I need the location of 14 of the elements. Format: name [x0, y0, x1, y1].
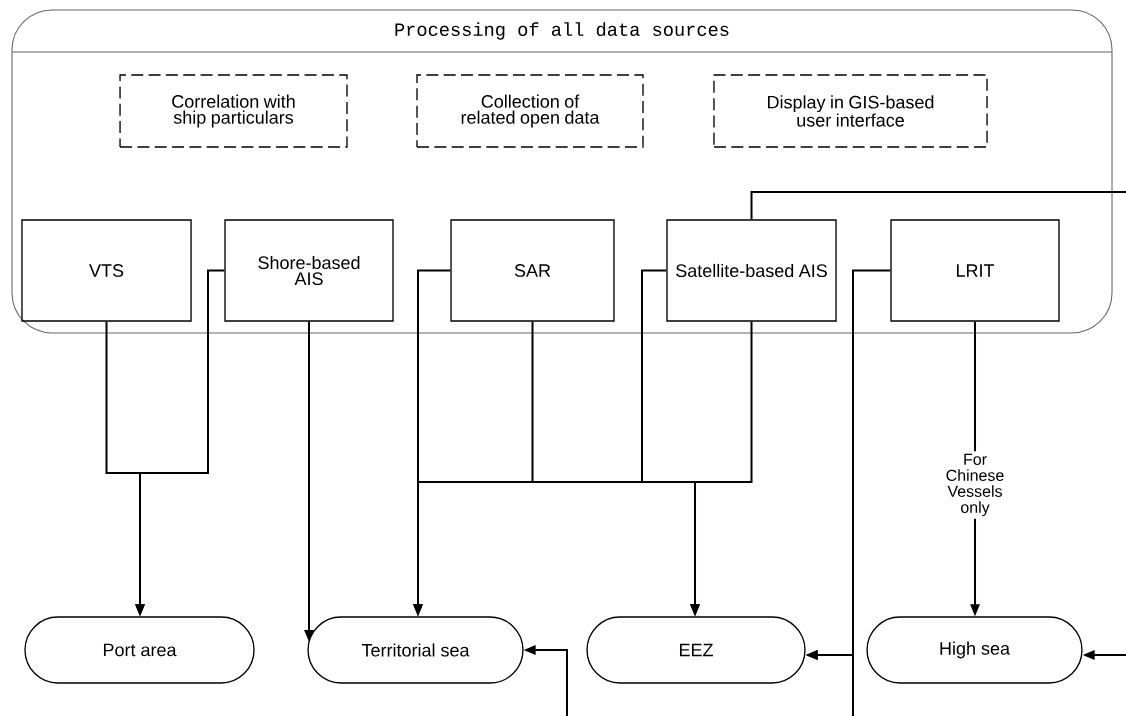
dashed-box: Display in GIS-based user interface: [713, 74, 988, 148]
edge-label: For Chinese Vessels only: [932, 451, 1018, 519]
source-box: VTS: [21, 219, 192, 322]
source-box: Shore-based AIS: [224, 219, 394, 322]
source-box: LRIT: [890, 219, 1060, 322]
area-terminal: High sea: [866, 616, 1083, 684]
area-terminal: Territorial sea: [307, 616, 524, 684]
connector-line: [750, 191, 1126, 221]
source-box: Satellite-based AIS: [666, 219, 837, 322]
area-terminal: EEZ: [586, 616, 806, 684]
dashed-box: Correlation with ship particulars: [119, 74, 348, 148]
source-box: SAR: [450, 219, 615, 322]
dashed-box: Collection of related open data: [416, 74, 644, 148]
area-terminal: Port area: [24, 616, 255, 684]
